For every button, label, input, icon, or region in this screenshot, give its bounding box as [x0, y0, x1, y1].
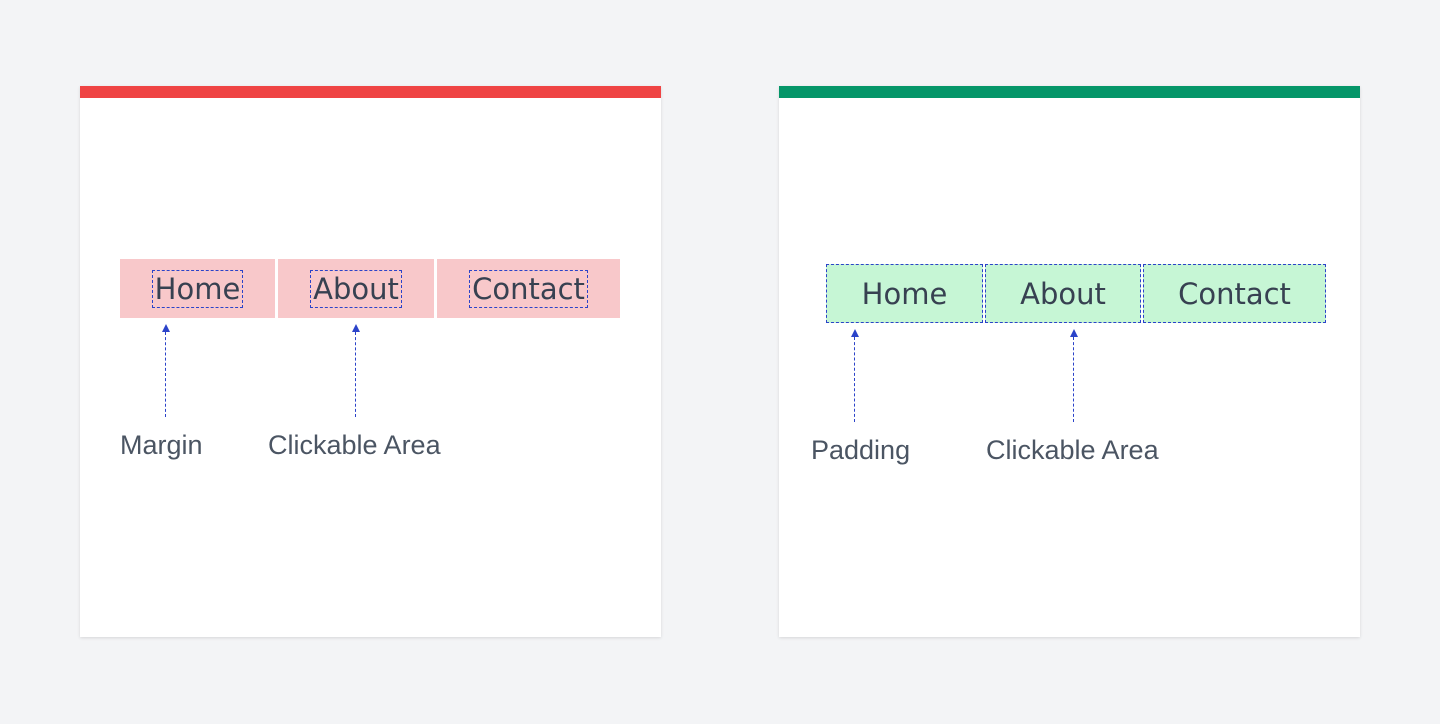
padding-pointer-arrow	[851, 329, 861, 422]
nav-item-label[interactable]: Contact	[469, 269, 588, 308]
nav-item-contact[interactable]: Contact	[1143, 264, 1326, 323]
clickable-area-pointer-arrow	[1070, 329, 1080, 422]
nav-item-label[interactable]: Home	[861, 276, 948, 311]
nav-item-label[interactable]: Contact	[1178, 276, 1291, 311]
margin-caption: Margin	[120, 430, 203, 460]
nav-item-home[interactable]: Home	[826, 264, 983, 323]
good-accent-bar	[779, 86, 1360, 98]
bad-accent-bar	[80, 86, 661, 98]
clickable-area-caption: Clickable Area	[986, 435, 1159, 465]
nav-item-about[interactable]: About	[278, 259, 434, 318]
padding-nav: Home About Contact	[826, 264, 1326, 323]
margin-nav: Home About Contact	[120, 259, 620, 318]
clickable-area-caption: Clickable Area	[268, 430, 441, 460]
margin-pointer-arrow	[162, 324, 172, 417]
nav-item-label[interactable]: Home	[151, 269, 244, 308]
nav-item-home[interactable]: Home	[120, 259, 275, 318]
padding-caption: Padding	[811, 435, 911, 465]
nav-item-label[interactable]: About	[1020, 276, 1106, 311]
padding-example-card: Home About Contact Padding Clickable Are…	[779, 86, 1360, 637]
nav-item-label[interactable]: About	[310, 269, 402, 308]
margin-example-card: Home About Contact Margin Clickable Area	[80, 86, 661, 637]
nav-item-about[interactable]: About	[985, 264, 1141, 323]
clickable-area-pointer-arrow	[352, 324, 362, 417]
nav-item-contact[interactable]: Contact	[437, 259, 620, 318]
